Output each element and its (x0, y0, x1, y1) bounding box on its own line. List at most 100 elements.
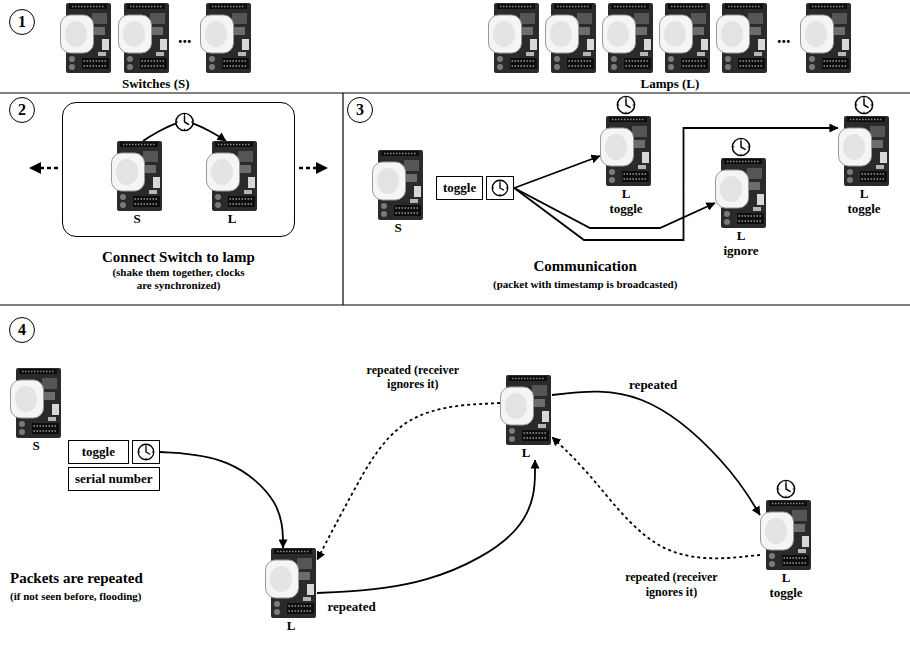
board-picture (372, 150, 424, 220)
edge-label: repeated (receiver ignores it) (610, 570, 732, 599)
sensor-board: Ltoggle (838, 116, 890, 216)
board-picture (600, 116, 652, 186)
packet-arrow (514, 188, 715, 228)
packet-arrow (317, 460, 535, 593)
packet-field: toggle (68, 440, 129, 464)
board-picture (716, 158, 767, 228)
sensor-board: S (10, 368, 62, 453)
node-text: L (838, 186, 890, 201)
ignored-repeat-arrow (552, 437, 760, 558)
move-arrow-head (316, 162, 328, 174)
packet-row: serial number (68, 467, 160, 491)
lamp-board (489, 3, 540, 73)
clock-icon (617, 96, 634, 113)
board-picture (266, 548, 317, 618)
edge-label: repeated (receiver ignores it) (352, 363, 474, 392)
board-picture (601, 116, 652, 186)
ellipsis: ... (777, 27, 791, 49)
node-text: L (600, 186, 652, 201)
sensor-board: S (111, 141, 163, 226)
node-text: L (760, 570, 812, 585)
clock-icon (855, 96, 872, 113)
lamp-board (717, 3, 768, 73)
board-picture (839, 116, 890, 186)
timestamp-field (132, 440, 160, 464)
board-picture (11, 368, 62, 438)
node-text: L (500, 445, 552, 460)
node-text: toggle (600, 201, 652, 216)
node-text: S (372, 220, 424, 235)
node-text: L (265, 618, 317, 633)
group-label: Lamps (L) (641, 76, 700, 92)
sensor-board: L (206, 141, 258, 226)
timestamp-field (486, 176, 514, 200)
node-text: Connect Switch to lamp (63, 248, 294, 266)
node-text: (shake them together, clocks are synchro… (106, 266, 251, 292)
edge-label: repeated (627, 377, 679, 393)
node-text: S (111, 211, 163, 226)
sensor-board: S (372, 150, 424, 235)
packet-box: toggle (436, 176, 514, 200)
packet-arrow (514, 156, 600, 188)
board-picture (500, 375, 552, 445)
board-picture (111, 141, 163, 211)
step-number: 2 (9, 97, 35, 123)
board-picture (112, 141, 163, 211)
lamp-board (801, 3, 852, 73)
packet-field: serial number (68, 467, 160, 491)
step-number: 3 (347, 97, 373, 123)
board-picture (838, 116, 890, 186)
pairing-box: Connect Switch to lamp(shake them togeth… (62, 102, 295, 237)
board-picture (10, 368, 62, 438)
node-text: 4 (18, 322, 26, 338)
clock-icon (732, 138, 749, 155)
lamp-board (603, 3, 654, 73)
packet-field: toggle (436, 176, 483, 200)
edge-label: repeated (326, 599, 378, 615)
sensor-board: L (265, 548, 317, 633)
node-text: toggle (838, 201, 890, 216)
clock-icon (137, 443, 155, 461)
node-text: ignore (715, 243, 767, 258)
panel-separator (342, 93, 343, 305)
switch-board (201, 3, 252, 73)
sensor-board: Ltoggle (600, 116, 652, 216)
packet-arrow (160, 452, 283, 548)
move-arrow-head (29, 162, 41, 174)
step-number: 4 (9, 317, 35, 343)
panel-separator (0, 304, 910, 305)
switch-board (119, 3, 170, 73)
ignored-repeat-arrow (317, 403, 500, 560)
panel-caption: Communication (534, 257, 637, 275)
packet-row: toggle (436, 176, 514, 200)
board-picture (207, 141, 258, 211)
node-text: toggle (760, 585, 812, 600)
panel-caption-note: (if not seen before, flooding) (10, 590, 141, 603)
board-picture (373, 150, 424, 220)
clock-icon (176, 113, 193, 130)
packet-box: toggle serial number (68, 440, 160, 491)
node-text: S (10, 438, 62, 453)
lamp-board (660, 3, 711, 73)
panel-caption-note: (packet with timestamp is broadcasted) (493, 278, 677, 291)
panel-separator (0, 92, 910, 93)
step-number: 1 (9, 9, 35, 35)
clock-icon (491, 179, 509, 197)
node-text: L (715, 228, 767, 243)
sensor-board: Ltoggle (760, 500, 812, 600)
node-text: 2 (18, 102, 26, 118)
board-picture (761, 500, 812, 570)
board-picture (206, 141, 258, 211)
board-picture (265, 548, 317, 618)
move-arrow-line (299, 167, 317, 170)
group-caption: Connect Switch to lamp(shake them togeth… (63, 248, 294, 292)
clock-icon (138, 444, 154, 460)
node-text: 1 (18, 14, 26, 30)
packet-row: toggle (68, 440, 160, 464)
node-text: 3 (356, 102, 364, 118)
packet-arrow (552, 392, 760, 515)
board-picture (501, 375, 552, 445)
packet-arrow (514, 128, 838, 240)
sensor-board: L (500, 375, 552, 460)
ellipsis: ... (178, 27, 192, 49)
